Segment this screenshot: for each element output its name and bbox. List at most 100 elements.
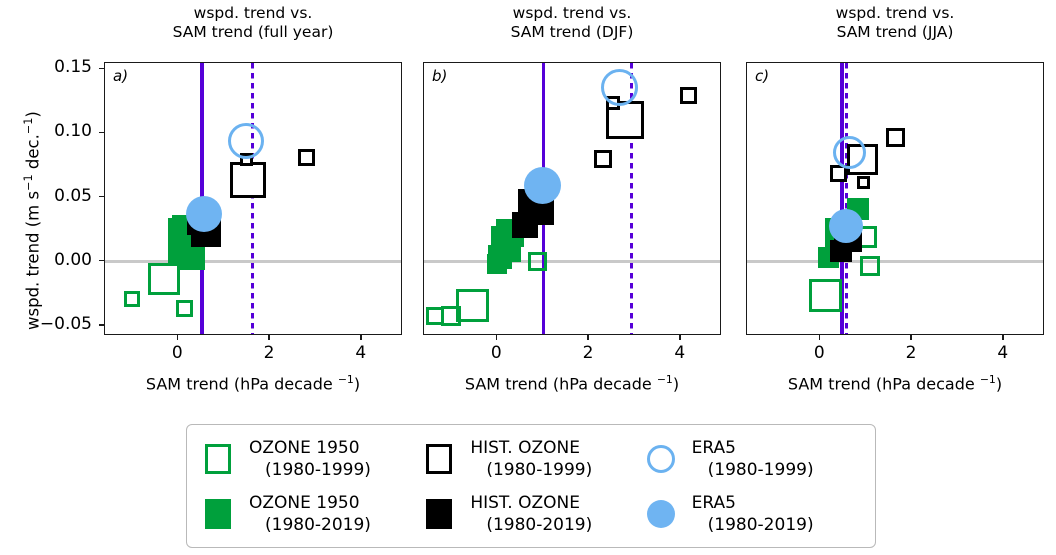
x-tick-mark — [910, 335, 912, 340]
y-tick-mark — [99, 195, 104, 198]
x-tick-mark — [176, 335, 179, 340]
legend-swatch-square-open-black — [422, 440, 456, 478]
data-point-square-open-black — [230, 162, 267, 199]
data-point-square-open-green — [123, 291, 140, 308]
legend-label: HIST. OZONE(1980-2019) — [470, 492, 592, 536]
data-point-square-open-green — [147, 262, 180, 295]
data-point-square-open-black — [680, 87, 698, 105]
x-axis-label: SAM trend (hPa decade −1) — [145, 373, 361, 394]
x-tick-mark — [268, 335, 270, 340]
y-tick-mark — [99, 259, 104, 262]
panel-a: wspd. trend vs. SAM trend (full year) — [94, 0, 412, 400]
legend-period: (1980-2019) — [265, 514, 371, 535]
legend-dataset-name: ERA5 — [691, 437, 736, 458]
x-tick-label: 0 — [813, 343, 825, 363]
y-tick-label: 0.15 — [54, 57, 92, 78]
data-point-square-open-black — [593, 150, 612, 169]
data-point-circle-filled-blue — [523, 166, 561, 204]
data-point-square-filled-black — [829, 239, 852, 262]
legend: OZONE 1950(1980-1999)HIST. OZONE(1980-19… — [186, 424, 876, 548]
x-tick-mark — [818, 335, 821, 340]
y-tick-label: 0.00 — [54, 249, 92, 270]
circle-open-blue-icon — [646, 444, 675, 473]
x-tick-mark — [495, 335, 498, 340]
legend-label: OZONE 1950(1980-1999) — [249, 437, 371, 481]
legend-period: (1980-2019) — [486, 514, 593, 535]
data-point-square-open-green — [175, 299, 193, 317]
x-tick-label: 0 — [171, 343, 183, 363]
data-point-square-open-black — [857, 175, 871, 189]
legend-dataset-name: OZONE 1950 — [249, 437, 360, 458]
panel-letter: c) — [755, 67, 770, 85]
panel-c: wspd. trend vs. SAM trend (JJA) — [736, 0, 1054, 400]
legend-dataset-name: ERA5 — [691, 492, 736, 513]
x-tick-label: 2 — [582, 343, 594, 363]
legend-grid: OZONE 1950(1980-1999)HIST. OZONE(1980-19… — [187, 425, 875, 547]
data-point-square-open-green — [455, 289, 489, 323]
legend-label: ERA5(1980-2019) — [692, 492, 814, 536]
y-axis-label: wspd. trend (m s−1 dec.−1) — [22, 111, 43, 330]
data-point-square-open-black — [298, 149, 316, 167]
legend-item[interactable]: OZONE 1950(1980-1999) — [201, 437, 422, 481]
data-point-square-open-black — [830, 164, 848, 182]
legend-swatch-circle-open-blue — [644, 440, 678, 478]
x-tick-label: 2 — [905, 343, 917, 363]
y-tick-mark — [99, 323, 104, 326]
legend-period: (1980-1999) — [486, 459, 593, 480]
x-axis-label: SAM trend (hPa decade −1) — [787, 373, 1003, 394]
vline-solid-observed-sam-trend — [840, 63, 844, 334]
x-axis-label: SAM trend (hPa decade −1) — [464, 373, 680, 394]
legend-period: (1980-1999) — [707, 459, 814, 480]
plot-area: a) — [104, 62, 402, 335]
legend-item[interactable]: HIST. OZONE(1980-2019) — [422, 492, 643, 536]
x-tick-label: 4 — [355, 343, 367, 363]
data-point-circle-open-blue — [227, 123, 264, 160]
x-tick-label: 4 — [674, 343, 686, 363]
panel-title: wspd. trend vs. SAM trend (DJF) — [510, 4, 634, 41]
y-tick-mark — [99, 131, 104, 134]
legend-swatch-circle-filled-blue — [644, 495, 678, 533]
x-tick-label: 0 — [490, 343, 502, 363]
legend-item[interactable]: OZONE 1950(1980-2019) — [201, 492, 422, 536]
data-point-square-open-green — [528, 251, 548, 271]
zero-reference-line — [747, 260, 1043, 263]
vline-dotted-observed-sam-trend — [250, 63, 255, 334]
data-point-square-open-green — [809, 279, 843, 313]
data-point-square-filled-green — [179, 244, 206, 271]
legend-swatch-square-filled-green — [201, 495, 235, 533]
x-tick-mark — [1001, 335, 1004, 340]
data-point-square-filled-green — [487, 253, 508, 274]
square-open-black-icon — [426, 443, 453, 474]
legend-label: ERA5(1980-1999) — [692, 437, 814, 481]
panel-letter: a) — [113, 67, 129, 85]
legend-item[interactable]: ERA5(1980-1999) — [644, 437, 865, 481]
data-point-circle-filled-blue — [828, 209, 863, 244]
data-point-circle-open-blue — [600, 69, 638, 107]
legend-dataset-name: HIST. OZONE — [470, 492, 580, 513]
y-tick-label: −0.05 — [39, 313, 92, 334]
square-filled-black-icon — [426, 498, 453, 529]
legend-dataset-name: HIST. OZONE — [470, 437, 580, 458]
panel-title: wspd. trend vs. SAM trend (full year) — [172, 4, 334, 41]
y-tick-mark — [99, 67, 104, 70]
legend-period: (1980-1999) — [265, 459, 371, 480]
x-tick-mark — [587, 335, 589, 340]
data-point-square-open-black — [885, 128, 905, 148]
panel-b: wspd. trend vs. SAM trend (DJF) — [413, 0, 731, 400]
plot-area: c) — [746, 62, 1044, 335]
zero-reference-line — [424, 260, 720, 263]
legend-item[interactable]: ERA5(1980-2019) — [644, 492, 865, 536]
x-tick-mark — [678, 335, 681, 340]
data-point-square-open-green — [440, 306, 461, 327]
square-filled-green-icon — [205, 498, 231, 529]
legend-item[interactable]: HIST. OZONE(1980-1999) — [422, 437, 643, 481]
data-point-square-open-green — [859, 255, 880, 276]
panel-title: wspd. trend vs. SAM trend (JJA) — [835, 4, 955, 41]
legend-period: (1980-2019) — [707, 514, 814, 535]
legend-label: OZONE 1950(1980-2019) — [249, 492, 371, 536]
vline-dotted-observed-sam-trend — [845, 63, 849, 334]
plot-area: b) — [423, 62, 721, 335]
data-point-circle-filled-blue — [185, 195, 222, 232]
vline-dotted-observed-sam-trend — [629, 63, 633, 334]
